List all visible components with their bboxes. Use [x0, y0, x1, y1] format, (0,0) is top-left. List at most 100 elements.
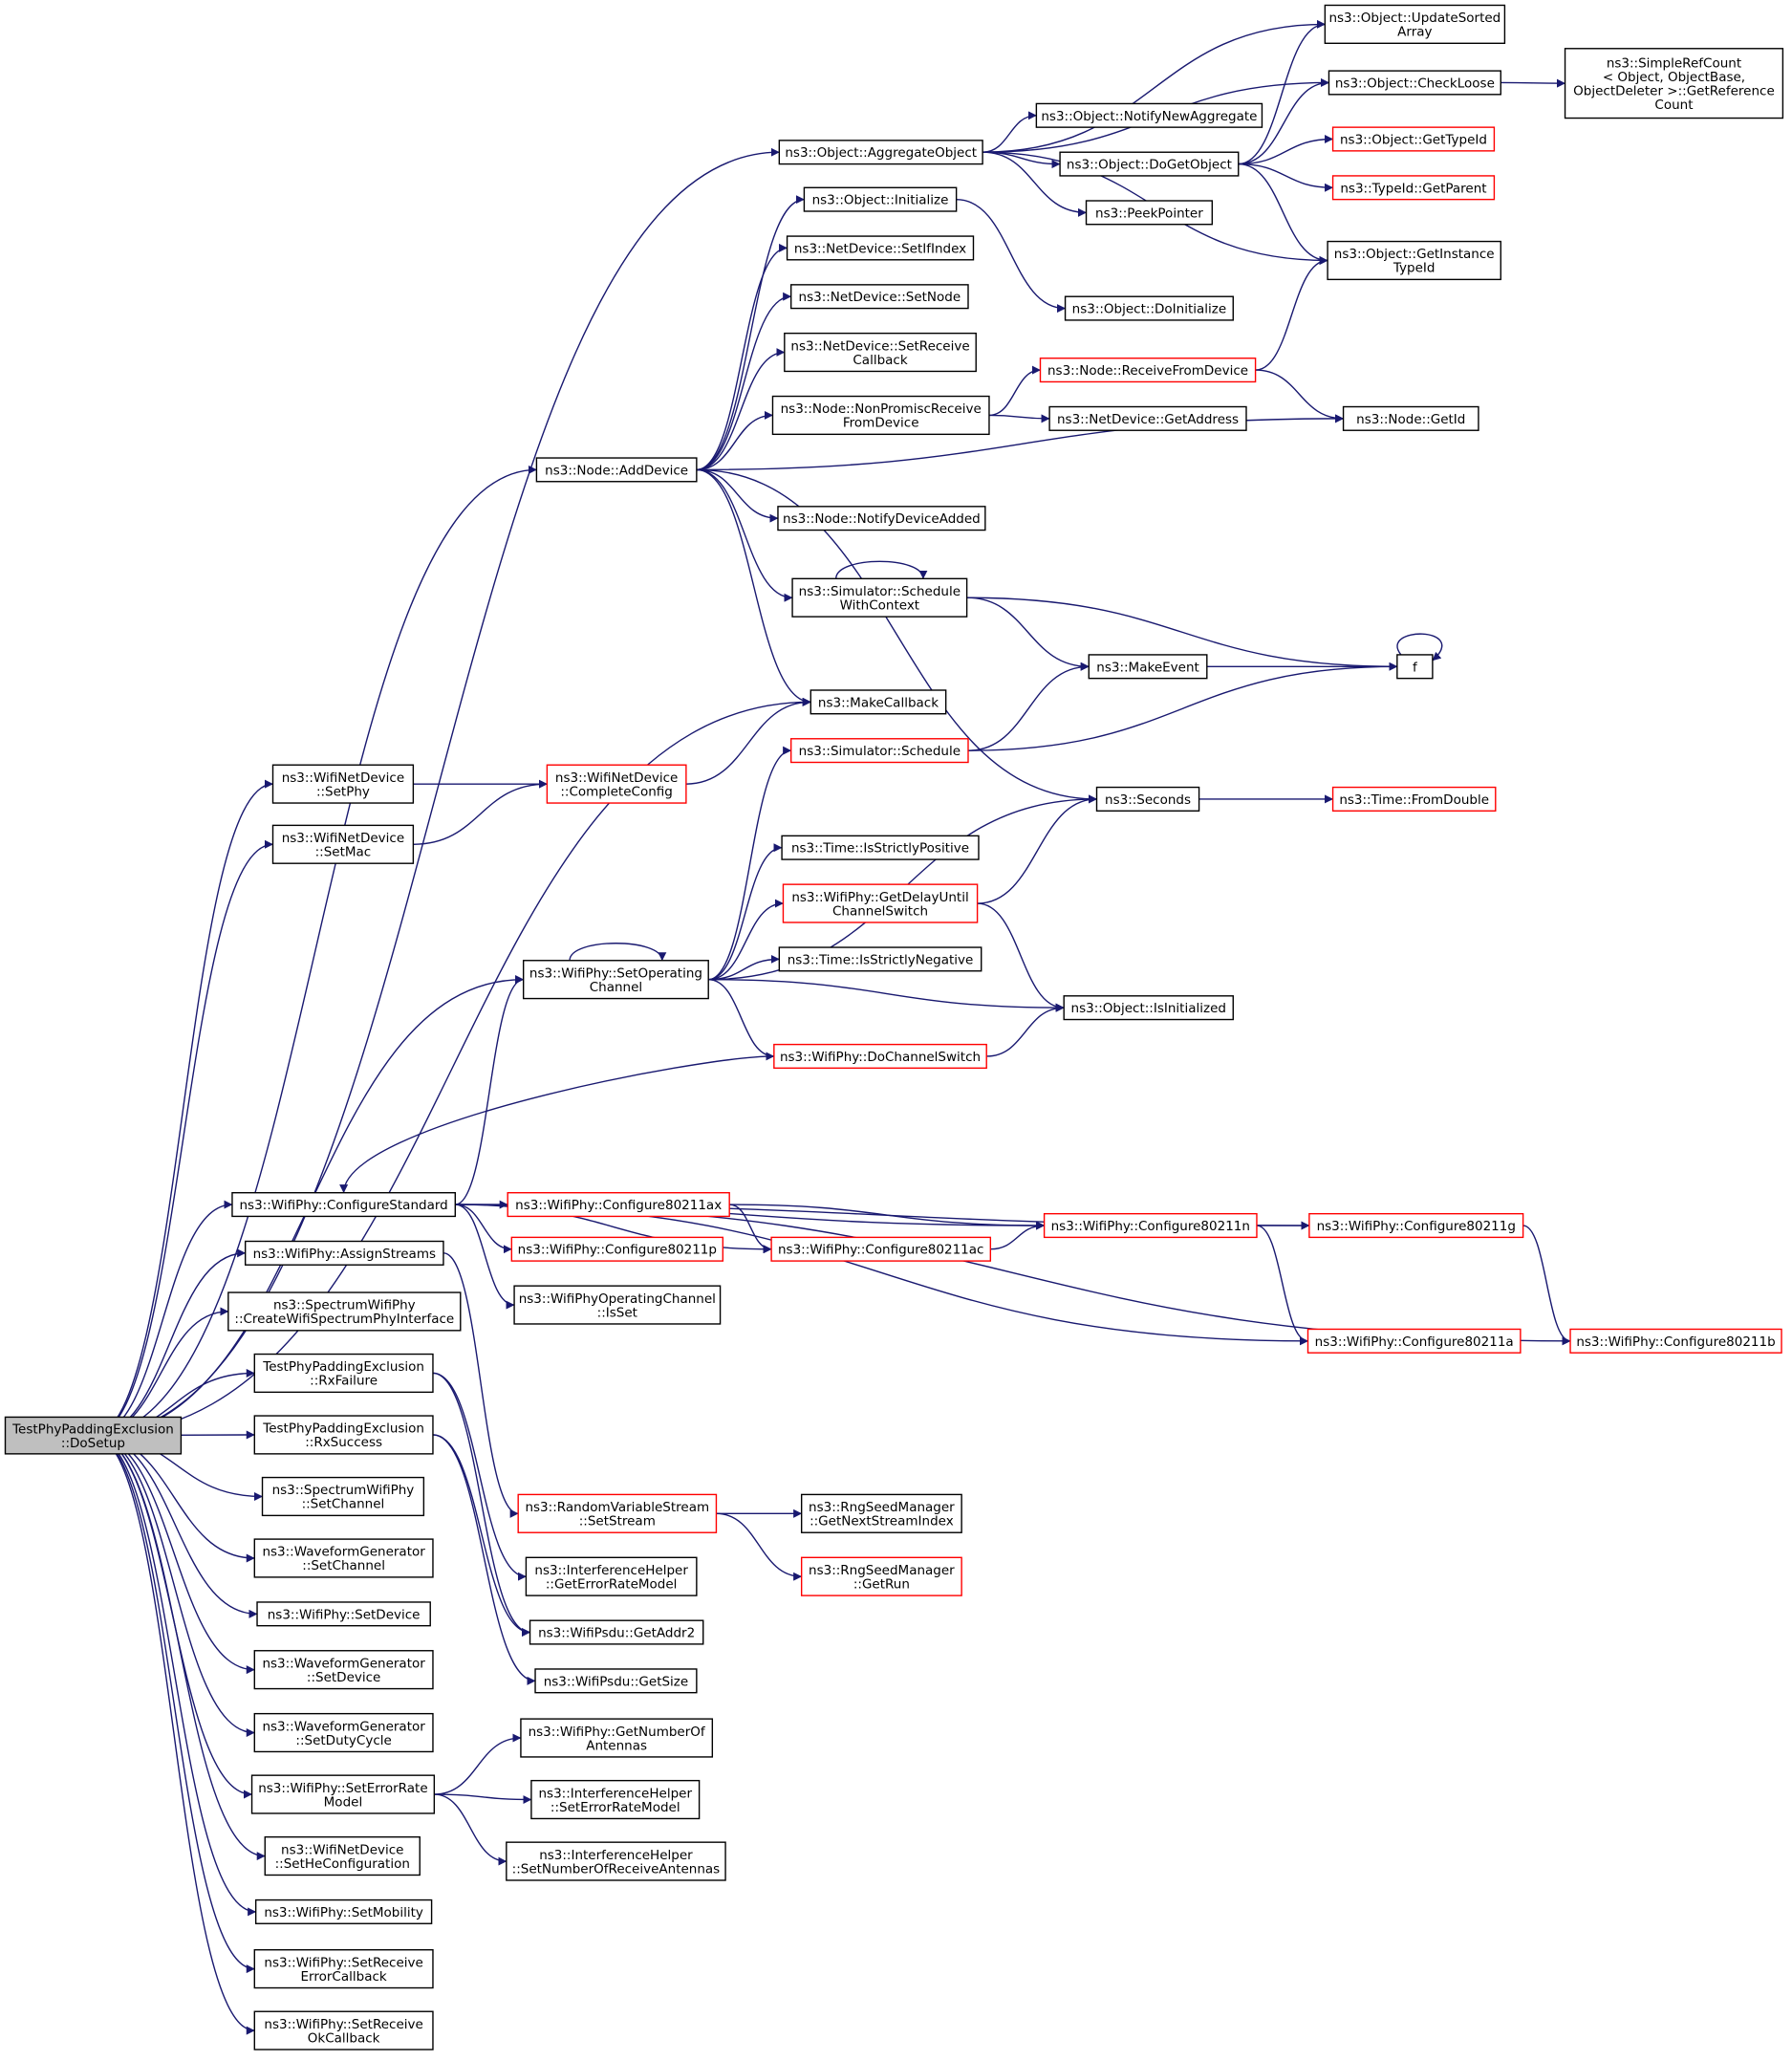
node-c80211ac[interactable]: ns3::WifiPhy::Configure80211ac — [770, 1236, 992, 1262]
node-setMac[interactable]: ns3::WifiNetDevice::SetMac — [271, 824, 415, 864]
node-label: ns3::Time::FromDouble — [1339, 792, 1489, 808]
node-setMobility[interactable]: ns3::WifiPhy::SetMobility — [254, 1898, 433, 1924]
node-addDevice[interactable]: ns3::Node::AddDevice — [535, 457, 698, 483]
node-label: ChannelSwitch — [832, 903, 928, 919]
node-label: ns3::WaveformGenerator — [262, 1656, 425, 1671]
edge-configureStandard-to-opChannelIsSet — [455, 1204, 515, 1310]
node-completeConfig[interactable]: ns3::WifiNetDevice::CompleteConfig — [546, 764, 687, 804]
node-waveSetDevice[interactable]: ns3::WaveformGenerator::SetDevice — [253, 1650, 434, 1690]
node-label: ns3::InterferenceHelper — [539, 1848, 693, 1863]
node-c80211b[interactable]: ns3::WifiPhy::Configure80211b — [1569, 1328, 1782, 1354]
node-c80211p[interactable]: ns3::WifiPhy::Configure80211p — [510, 1236, 724, 1262]
node-c80211a[interactable]: ns3::WifiPhy::Configure80211a — [1306, 1328, 1522, 1354]
node-schedule[interactable]: ns3::Simulator::Schedule — [789, 738, 969, 764]
node-seconds[interactable]: ns3::Seconds — [1095, 786, 1200, 812]
node-setNumRxAntennas[interactable]: ns3::InterferenceHelper::SetNumberOfRece… — [506, 1841, 726, 1881]
node-label: FromDevice — [843, 416, 919, 431]
node-c80211g[interactable]: ns3::WifiPhy::Configure80211g — [1308, 1212, 1524, 1239]
node-label: OkCallback — [308, 2030, 380, 2046]
node-peekPointer[interactable]: ns3::PeekPointer — [1085, 200, 1214, 226]
node-label: ::DoSetup — [61, 1436, 125, 1451]
edge-root-to-configureStandard — [93, 1200, 233, 1437]
node-assignStreams[interactable]: ns3::WifiPhy::AssignStreams — [244, 1240, 444, 1266]
node-simpleRef[interactable]: ns3::SimpleRefCount< Object, ObjectBase,… — [1564, 48, 1784, 119]
node-setStream[interactable]: ns3::RandomVariableStream::SetStream — [517, 1493, 718, 1533]
node-getAddress[interactable]: ns3::NetDevice::GetAddress — [1048, 405, 1247, 431]
node-getAddr2[interactable]: ns3::WifiPsdu::GetAddr2 — [529, 1619, 704, 1645]
node-box — [791, 577, 968, 618]
node-c80211ax[interactable]: ns3::WifiPhy::Configure80211ax — [507, 1192, 730, 1218]
node-setHeConfig[interactable]: ns3::WifiNetDevice::SetHeConfiguration — [264, 1835, 421, 1877]
node-notifyDeviceAdded[interactable]: ns3::Node::NotifyDeviceAdded — [777, 506, 986, 532]
node-label: f — [1413, 660, 1418, 675]
edge-addDevice-to-setIfIndex — [696, 243, 788, 471]
node-getParent[interactable]: ns3::TypeId::GetParent — [1331, 175, 1496, 201]
node-label: ns3::InterferenceHelper — [539, 1786, 693, 1801]
node-phySetDevice[interactable]: ns3::WifiPhy::SetDevice — [256, 1601, 431, 1627]
node-box — [506, 1841, 726, 1881]
node-box — [1324, 4, 1506, 44]
node-aggregate[interactable]: ns3::Object::AggregateObject — [778, 140, 983, 165]
node-setIfIndex[interactable]: ns3::NetDevice::SetIfIndex — [786, 235, 975, 261]
edge-f-self-loop — [1396, 633, 1443, 662]
node-label: ns3::RngSeedManager — [809, 1563, 955, 1578]
node-box — [520, 1718, 714, 1758]
node-rxSuccess[interactable]: TestPhyPaddingExclusion::RxSuccess — [253, 1415, 434, 1455]
node-initialize[interactable]: ns3::Object::Initialize — [803, 186, 958, 212]
node-box — [253, 2010, 434, 2050]
node-label: TypeId — [1393, 261, 1436, 276]
node-getId[interactable]: ns3::Node::GetId — [1342, 405, 1479, 431]
node-getErrorRateModel[interactable]: ns3::InterferenceHelper::GetErrorRateMod… — [525, 1556, 698, 1596]
node-waveSetDuty[interactable]: ns3::WaveformGenerator::SetDutyCycle — [253, 1712, 434, 1753]
node-opChannelIsSet[interactable]: ns3::WifiPhyOperatingChannel::IsSet — [513, 1285, 722, 1325]
node-doInitialize[interactable]: ns3::Object::DoInitialize — [1064, 295, 1234, 321]
node-rxFailure[interactable]: TestPhyPaddingExclusion::RxFailure — [253, 1353, 434, 1394]
node-fromDouble[interactable]: ns3::Time::FromDouble — [1331, 786, 1497, 812]
node-receiveFromDevice[interactable]: ns3::Node::ReceiveFromDevice — [1039, 358, 1257, 383]
node-isInitialized[interactable]: ns3::Object::IsInitialized — [1063, 995, 1234, 1021]
node-setNode[interactable]: ns3::NetDevice::SetNode — [789, 284, 969, 310]
node-ihSetErrorRate[interactable]: ns3::InterferenceHelper::SetErrorRateMod… — [530, 1779, 701, 1820]
edge-scheduleWithContext-to-f — [966, 597, 1398, 671]
edge-scheduleWithContext-self-loop — [835, 560, 928, 579]
node-c80211n[interactable]: ns3::WifiPhy::Configure80211n — [1043, 1212, 1258, 1239]
edge-root-to-setRxErrorCb — [93, 1434, 255, 1974]
node-setPhy[interactable]: ns3::WifiNetDevice::SetPhy — [271, 764, 415, 804]
node-root[interactable]: TestPhyPaddingExclusion::DoSetup — [4, 1416, 183, 1455]
node-label: ns3::NetDevice::SetNode — [799, 290, 961, 305]
node-getSize[interactable]: ns3::WifiPsdu::GetSize — [534, 1668, 698, 1694]
node-label: ns3::WifiPhy::Configure80211g — [1317, 1219, 1516, 1234]
node-configureStandard[interactable]: ns3::WifiPhy::ConfigureStandard — [231, 1192, 456, 1218]
node-box — [1327, 240, 1501, 281]
node-createSpectrum[interactable]: ns3::SpectrumWifiPhy::CreateWifiSpectrum… — [227, 1291, 462, 1332]
node-box — [530, 1779, 701, 1820]
node-makeEvent[interactable]: ns3::MakeEvent — [1088, 654, 1208, 680]
node-doGetObject[interactable]: ns3::Object::DoGetObject — [1059, 151, 1240, 177]
node-setErrorRateModel[interactable]: ns3::WifiPhy::SetErrorRateModel — [250, 1774, 436, 1814]
node-getRun[interactable]: ns3::RngSeedManager::GetRun — [800, 1556, 962, 1596]
node-checkLoose[interactable]: ns3::Object::CheckLoose — [1328, 70, 1501, 96]
node-waveSetChannel[interactable]: ns3::WaveformGenerator::SetChannel — [253, 1538, 434, 1578]
node-doChannelSwitch[interactable]: ns3::WifiPhy::DoChannelSwitch — [773, 1043, 987, 1070]
node-isStrictlyNegative[interactable]: ns3::Time::IsStrictlyNegative — [778, 946, 982, 972]
edge-root-to-waveSetDuty — [93, 1434, 255, 1738]
node-spectrumSetChannel[interactable]: ns3::SpectrumWifiPhy::SetChannel — [261, 1476, 425, 1517]
node-f[interactable]: f — [1396, 654, 1434, 680]
node-isStrictlyPositive[interactable]: ns3::Time::IsStrictlyPositive — [781, 835, 980, 860]
edge-nonPromisc-to-getAddress — [988, 414, 1050, 423]
node-getTypeId[interactable]: ns3::Object::GetTypeId — [1331, 126, 1496, 152]
node-nextStreamIndex[interactable]: ns3::RngSeedManager::GetNextStreamIndex — [800, 1493, 962, 1533]
node-makeCallback[interactable]: ns3::MakeCallback — [810, 689, 947, 715]
node-box — [1331, 175, 1496, 201]
node-notifyNewAgg[interactable]: ns3::Object::NotifyNewAggregate — [1035, 102, 1263, 128]
